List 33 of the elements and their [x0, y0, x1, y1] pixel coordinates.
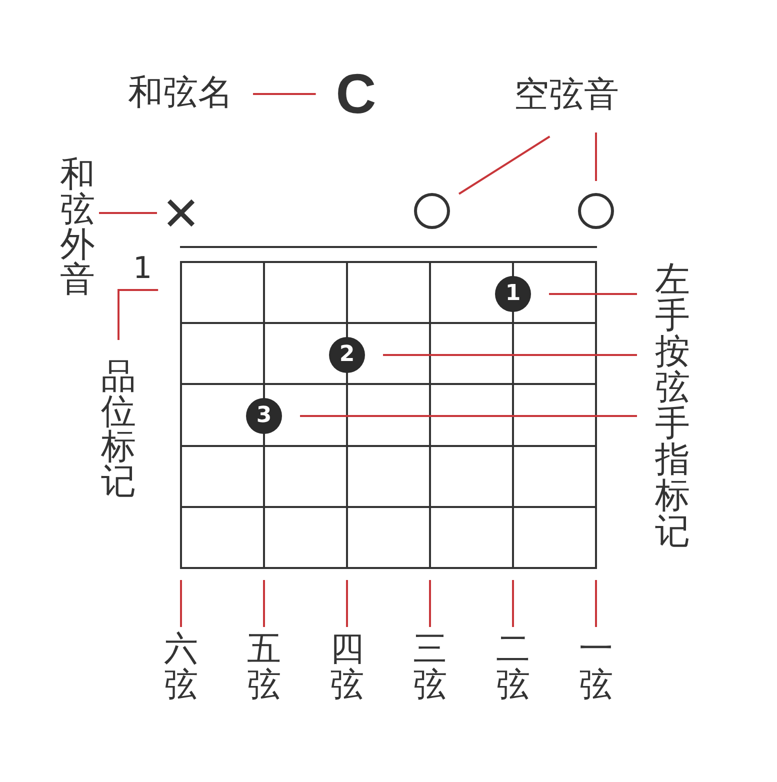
leader-line	[99, 212, 157, 214]
leader-line	[180, 580, 182, 627]
leader-line	[253, 93, 316, 95]
finger-number-dot: 3	[246, 398, 282, 434]
leader-line	[512, 580, 514, 627]
string-label: 二弦	[496, 632, 530, 704]
leader-line	[595, 132, 597, 181]
leader-line	[263, 580, 265, 627]
chord-name: C	[336, 66, 376, 122]
leader-line	[429, 580, 431, 627]
leader-line	[549, 293, 637, 295]
annotation-label: 左手按弦手指标记	[655, 262, 690, 550]
ring-icon	[578, 193, 614, 229]
leader-line	[458, 136, 550, 195]
annotation-label: 空弦音	[514, 76, 619, 114]
annotation-label: 和弦外音	[60, 158, 95, 298]
string-label: 六弦	[164, 632, 198, 704]
leader-line	[118, 289, 158, 340]
finger-number-dot: 1	[495, 276, 531, 312]
leader-line	[346, 580, 348, 627]
leader-line	[595, 580, 597, 627]
ring-icon	[414, 193, 450, 229]
string-label: 一弦	[579, 632, 613, 704]
leader-line	[383, 354, 637, 356]
fret-number: 1	[133, 254, 152, 284]
annotation-label: 和弦名	[128, 74, 233, 112]
string-label: 三弦	[413, 632, 447, 704]
string-label: 四弦	[330, 632, 364, 704]
finger-number-dot: 2	[329, 337, 365, 373]
cross-icon	[167, 199, 195, 227]
leader-line	[300, 415, 637, 417]
string-label: 五弦	[247, 632, 281, 704]
annotation-label: 品位标记	[101, 360, 136, 500]
